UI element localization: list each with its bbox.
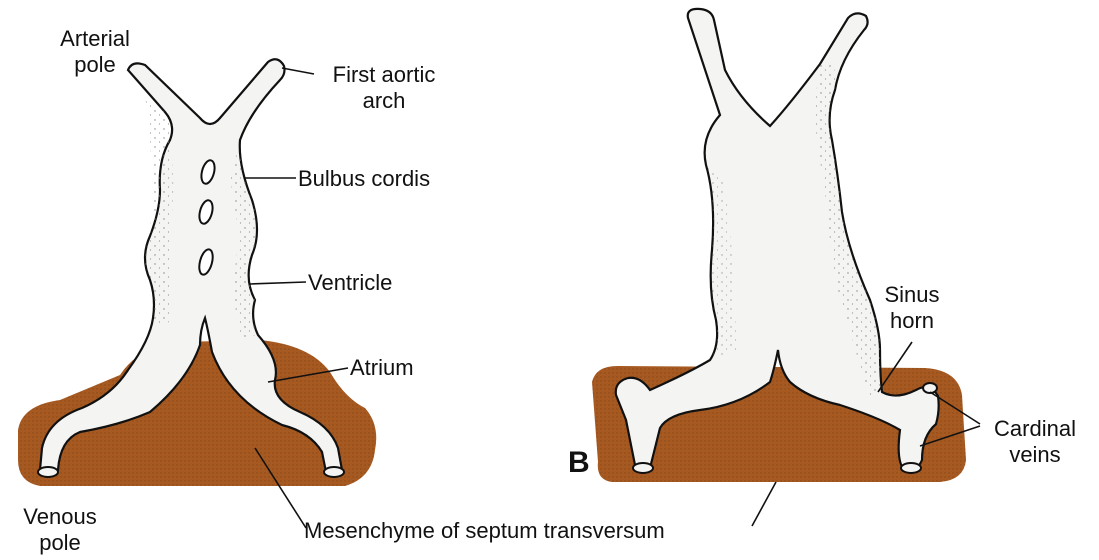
label-bulbus-cordis: Bulbus cordis	[298, 166, 430, 192]
label-first-aortic-arch-line2: arch	[314, 88, 454, 114]
label-arterial-pole-line2: pole	[40, 52, 150, 78]
label-arterial-pole-line1: Arterial	[40, 26, 150, 52]
label-first-aortic-arch: First aortic arch	[314, 62, 454, 114]
leader-mesenchyme-b	[752, 482, 776, 526]
label-cardinal-veins-line2: veins	[980, 442, 1090, 468]
panel-letter-b: B	[568, 446, 590, 480]
venous-opening-left-a	[38, 467, 58, 477]
label-sinus-horn: Sinus horn	[872, 282, 952, 334]
venous-opening-right-a	[324, 467, 344, 477]
label-sinus-horn-line1: Sinus	[872, 282, 952, 308]
label-sinus-horn-line2: horn	[872, 308, 952, 334]
label-venous-pole: Venous pole	[10, 504, 110, 556]
label-venous-pole-line1: Venous	[10, 504, 110, 530]
label-ventricle: Ventricle	[308, 270, 392, 296]
venous-opening-left-b	[633, 463, 653, 473]
cardinal-vein-opening-b	[923, 383, 937, 393]
label-cardinal-veins: Cardinal veins	[980, 416, 1090, 468]
label-venous-pole-line2: pole	[10, 530, 110, 556]
heart-tube-a-shading	[145, 95, 173, 324]
leader-first-aortic-arch	[282, 68, 314, 74]
label-first-aortic-arch-line1: First aortic	[314, 62, 454, 88]
leader-ventricle	[250, 282, 306, 284]
venous-opening-right-b	[901, 463, 921, 473]
label-cardinal-veins-line1: Cardinal	[980, 416, 1090, 442]
label-atrium: Atrium	[350, 355, 414, 381]
label-arterial-pole: Arterial pole	[40, 26, 150, 78]
label-mesenchyme: Mesenchyme of septum transversum	[304, 518, 665, 544]
